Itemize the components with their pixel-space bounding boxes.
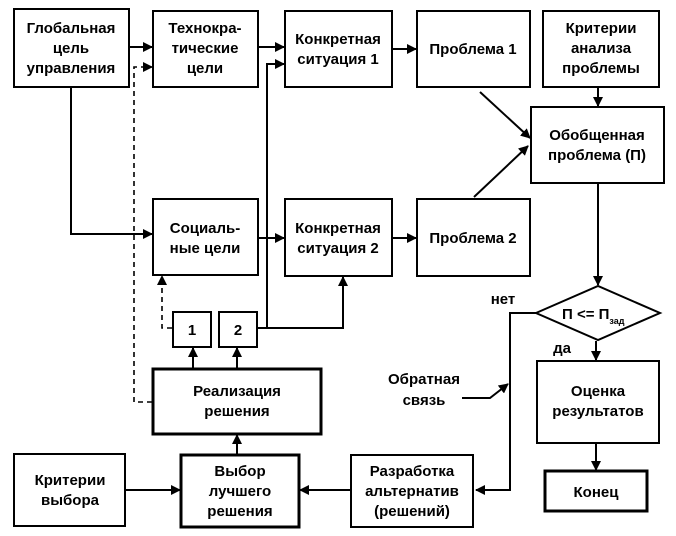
edge-label-feedback-line2: связь <box>403 392 446 409</box>
node-problem2: Проблема 2 <box>416 198 531 277</box>
node-realization-line2: решения <box>204 403 269 420</box>
edge-global-social <box>70 87 153 239</box>
node-techno-goals-line2: тические <box>172 40 239 57</box>
node-techno-goals-line1: Технокра- <box>168 20 241 37</box>
nodes: Глобальная цель управления Технокра- тич… <box>13 8 665 529</box>
node-small1-label: 1 <box>188 322 196 339</box>
node-techno-goals: Технокра- тические цели <box>152 10 259 88</box>
edge-realization-techno-dashed <box>133 62 153 403</box>
node-problem1-line1: Проблема 1 <box>429 41 516 58</box>
node-selection-criteria-line1: Критерии <box>35 472 106 489</box>
node-alternatives: Разработка альтернатив (решений) <box>350 454 474 528</box>
node-situation1-line1: Конкретная <box>295 31 381 48</box>
node-criteria-analysis: Критерии анализа проблемы <box>542 10 660 88</box>
edges <box>70 42 603 495</box>
edge-label-feedback-line1: Обратная <box>388 371 460 388</box>
edge-problem2-general <box>473 145 529 198</box>
node-techno-goals-line3: цели <box>187 60 223 77</box>
node-condition: П <= Пзад <box>533 284 663 342</box>
node-best-choice-line1: Выбор <box>214 463 265 480</box>
node-condition-main: П <= П <box>562 306 609 323</box>
node-evaluation-line1: Оценка <box>571 383 626 400</box>
node-general-problem: Обобщенная проблема (П) <box>530 106 665 184</box>
node-best-choice-line2: лучшего <box>209 483 271 500</box>
edge-condition-alternatives <box>475 312 536 495</box>
node-problem2-line1: Проблема 2 <box>429 230 516 247</box>
edge-labels: нет да Обратная связь <box>388 291 572 409</box>
node-global-goal: Глобальная цель управления <box>13 8 130 88</box>
edge-label-yes: да <box>553 340 572 357</box>
node-selection-criteria-line2: выбора <box>41 492 100 509</box>
node-global-goal-line3: управления <box>27 60 116 77</box>
node-criteria-analysis-line3: проблемы <box>562 60 640 77</box>
node-general-problem-line1: Обобщенная <box>549 127 645 144</box>
node-best-choice-line3: решения <box>207 503 272 520</box>
node-best-choice: Выбор лучшего решения <box>179 453 301 529</box>
node-social-goals: Социаль- ные цели <box>152 198 259 276</box>
node-social-goals-line2: ные цели <box>170 240 241 257</box>
node-criteria-analysis-line1: Критерии <box>566 20 637 37</box>
node-social-goals-line1: Социаль- <box>170 220 241 237</box>
node-situation2-line2: ситуация 2 <box>297 240 378 257</box>
node-end: Конец <box>543 469 649 513</box>
node-situation1-line2: ситуация 1 <box>297 51 378 68</box>
edge-small1-social-dashed <box>157 275 172 329</box>
node-small2: 2 <box>218 311 258 348</box>
node-alternatives-line1: Разработка <box>370 463 455 480</box>
edge-small2-techno <box>258 59 285 329</box>
node-alternatives-line3: (решений) <box>374 503 450 520</box>
node-alternatives-line2: альтернатив <box>365 483 459 500</box>
node-evaluation-line2: результатов <box>552 403 643 420</box>
node-condition-label: П <= Пзад <box>562 306 625 326</box>
node-situation2-line1: Конкретная <box>295 220 381 237</box>
node-global-goal-line2: цель <box>53 40 89 57</box>
node-evaluation: Оценка результатов <box>536 360 660 444</box>
node-criteria-analysis-line2: анализа <box>571 40 632 57</box>
edge-label-no: нет <box>491 291 516 308</box>
node-selection-criteria: Критерии выбора <box>13 453 126 527</box>
node-general-problem-line2: проблема (П) <box>548 147 646 164</box>
node-realization-line1: Реализация <box>193 383 281 400</box>
edge-problem1-general <box>479 91 531 139</box>
edge-feedback <box>462 383 509 399</box>
node-small1: 1 <box>172 311 212 348</box>
node-small2-label: 2 <box>234 322 242 339</box>
node-realization: Реализация решения <box>151 367 323 436</box>
node-global-goal-line1: Глобальная <box>27 20 116 37</box>
node-situation2: Конкретная ситуация 2 <box>284 198 393 277</box>
node-situation1: Конкретная ситуация 1 <box>284 10 393 88</box>
node-end-label: Конец <box>574 484 620 501</box>
node-problem1: Проблема 1 <box>416 10 531 88</box>
edge-small2-situation2 <box>267 276 348 329</box>
node-condition-subscript: зад <box>609 316 624 326</box>
